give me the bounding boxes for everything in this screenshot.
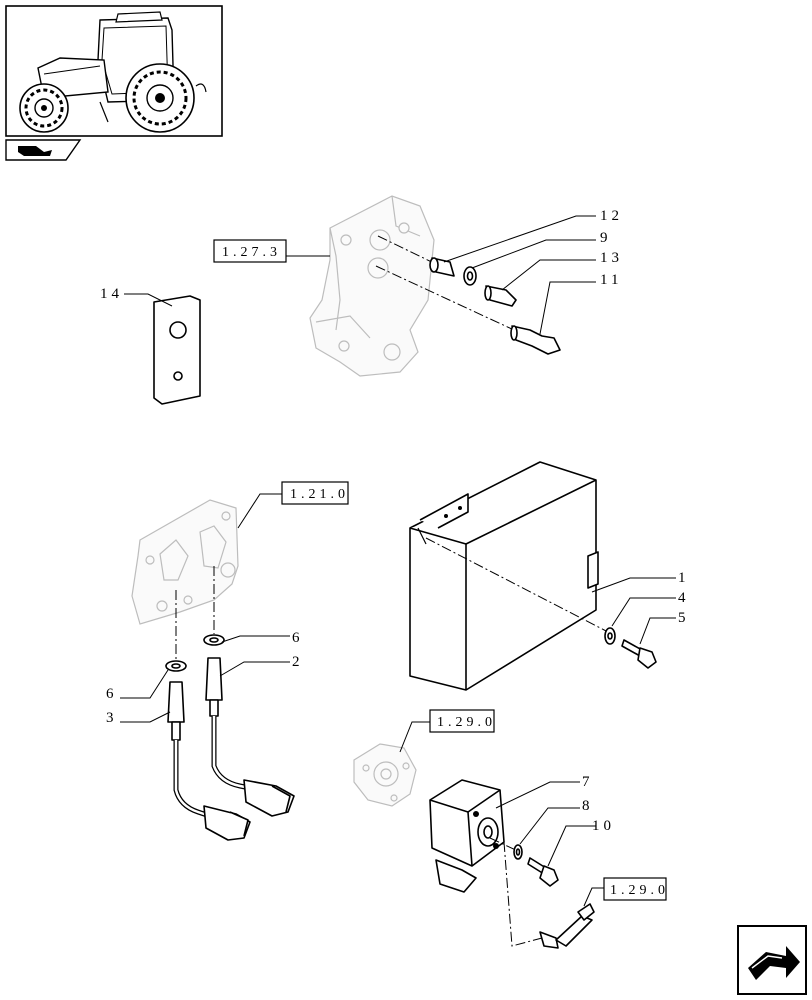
sensor-part-2[interactable] [205,657,295,817]
leader-line [583,887,604,907]
plate-part-14[interactable] [153,295,201,405]
reference-box-1-29-0[interactable]: 1.29.0 [603,877,669,901]
pump-flange-ghost [353,743,417,807]
plug-part-12[interactable] [429,257,455,277]
washer-part-9[interactable] [463,266,477,286]
washer-part-6[interactable] [165,660,187,672]
callout-12[interactable]: 12 [600,208,623,224]
sensor-part-3[interactable] [167,681,251,841]
leader-line [501,259,596,291]
sensor-part-13[interactable] [484,285,517,307]
washer-part-8[interactable] [513,844,523,860]
reference-box-1-29-0[interactable]: 1.29.0 [429,709,496,733]
svg-text:1.29.0: 1.29.0 [610,883,669,898]
axis-line [377,235,441,267]
svg-text:1.27.3: 1.27.3 [222,245,281,260]
sensor-housing-part-7[interactable] [429,779,505,893]
callout-5[interactable]: 5 [678,610,690,626]
leader-line [124,293,173,307]
callout-13[interactable]: 13 [600,250,623,266]
pedal-bracket-ghost [131,499,239,625]
leader-line [120,711,171,723]
leader-line [539,281,596,335]
callout-11[interactable]: 11 [600,272,622,288]
section-tab-icon[interactable] [5,139,82,161]
axis-line [425,537,609,633]
leader-line [443,215,596,263]
callout-7[interactable]: 7 [582,774,594,790]
callout-14[interactable]: 14 [100,286,123,302]
leader-line [221,635,290,643]
leader-line [219,661,290,677]
callout-4[interactable]: 4 [678,590,690,606]
transmission-bracket-ghost [309,195,435,377]
screw-part-5[interactable] [621,639,657,669]
reference-box-1-27-3[interactable]: 1.27.3 [213,239,287,263]
callout-6[interactable]: 6 [106,686,118,702]
washer-part-4[interactable] [604,627,616,645]
callout-9[interactable]: 9 [600,230,612,246]
linkage-rod [539,903,595,949]
next-page-icon[interactable] [737,925,807,995]
tractor-thumbnail [5,5,223,137]
leader-line [591,577,676,593]
svg-text:1.29.0: 1.29.0 [437,715,496,730]
washer-part-6[interactable] [203,634,225,646]
axis-line [375,265,515,331]
svg-text:1.21.0: 1.21.0 [290,487,349,502]
callout-1[interactable]: 1 [678,570,690,586]
control-unit-part-1[interactable] [409,461,599,691]
leader-line [519,807,580,845]
leader-line [120,669,169,699]
screw-part-10[interactable] [527,857,559,887]
callout-3[interactable]: 3 [106,710,118,726]
leader-line [547,825,596,867]
leader-line [237,493,282,529]
leader-line [399,721,430,753]
axis-line [503,841,543,947]
sensor-part-11[interactable] [510,325,561,355]
leader-line [471,239,596,269]
callout-10[interactable]: 10 [592,818,615,834]
callout-6[interactable]: 6 [292,630,304,646]
leader-line [495,781,580,809]
callout-8[interactable]: 8 [582,798,594,814]
callout-2[interactable]: 2 [292,654,304,670]
leader-line [639,617,676,645]
reference-box-1-21-0[interactable]: 1.21.0 [281,481,349,505]
leader-line [611,597,676,627]
